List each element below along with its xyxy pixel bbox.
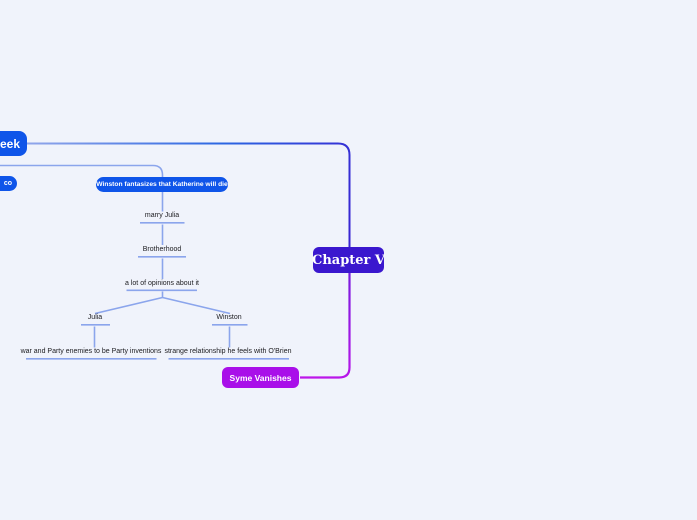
branch-line-syme — [300, 272, 351, 379]
node-syme-vanishes[interactable]: Syme Vanishes — [222, 367, 299, 388]
branch-label-obrien[interactable]: strange relationship he feels with O'Bri… — [164, 348, 292, 355]
branch-label-marry-julia[interactable]: marry Julia — [144, 212, 180, 219]
branch-label-brotherhood[interactable]: Brotherhood — [142, 246, 182, 253]
branch-line-hate-week — [27, 142, 351, 250]
branch-label-winston[interactable]: Winston — [216, 314, 242, 321]
branch-label-julia[interactable]: Julia — [87, 314, 103, 321]
node-winston-fantasizes[interactable]: Winston fantasizes that Katherine will d… — [96, 177, 228, 192]
subbranch-tree-lines — [0, 164, 289, 360]
branch-label-opinions[interactable]: a lot of opinions about it — [125, 280, 199, 287]
node-co[interactable]: co — [0, 176, 17, 191]
node-chapter-v[interactable]: Chapter V — [312, 247, 385, 273]
branch-label-war-inventions[interactable]: war and Party enemies to be Party invent… — [20, 348, 162, 355]
node-hate-week[interactable]: eek — [0, 131, 27, 156]
